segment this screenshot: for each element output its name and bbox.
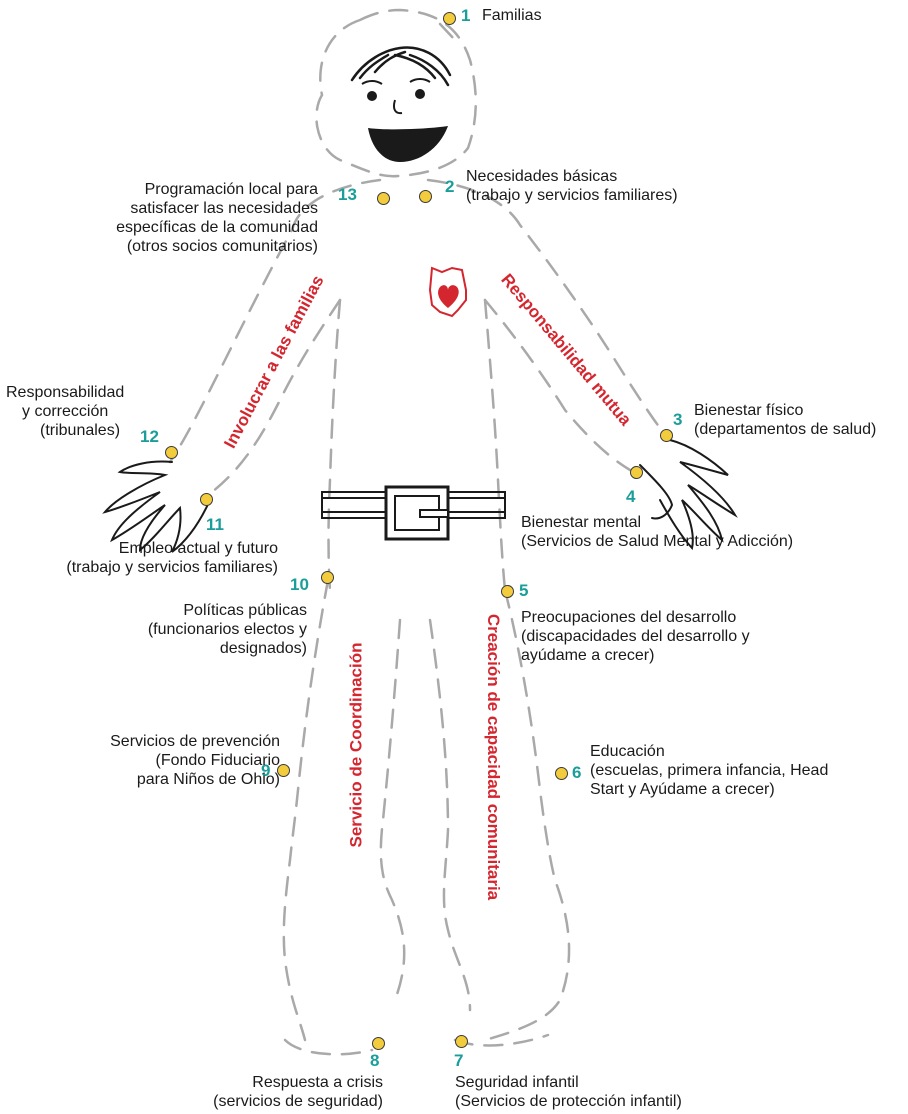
label-6-line: Start y Ayúdame a crecer) [590,781,775,798]
marker-number-1: 1 [461,6,471,25]
theme-community-capacity: Creación de capacidad comunitaria [484,613,504,901]
label-2-line: (trabajo y servicios familiares) [466,187,678,204]
marker-number-6: 6 [572,763,582,782]
mouth [368,126,448,162]
left-brow [361,80,383,85]
label-2-line: Necesidades básicas [466,168,618,185]
label-12: Responsabilidad y corrección (tribunales… [6,383,124,440]
label-9-line: (Fondo Fiduciario [155,752,281,769]
face [361,78,448,162]
marker-number-8: 8 [370,1051,380,1070]
right-hand [639,439,738,551]
ohio-heart-icon [428,266,467,318]
label-12-line: (tribunales) [40,422,121,439]
label-1: Familias [482,6,542,25]
label-9: Servicios de prevención (Fondo Fiduciari… [110,732,280,789]
marker-dot-9 [277,764,290,777]
label-1-line: Familias [482,7,542,24]
label-13-line: específicas de la comunidad [116,219,318,236]
label-13-line: (otros socios comunitarios) [126,238,318,255]
left-eye [367,91,377,101]
body-outline [168,8,672,1056]
marker-dot-13 [377,192,390,205]
marker-dot-8 [372,1037,385,1050]
hair [350,46,452,87]
right-brow [409,78,431,83]
label-10-line: (funcionarios electos y [147,621,307,638]
label-5-line: Preocupaciones del desarrollo [521,609,737,626]
label-12-line: y corrección [22,403,109,420]
right-eye [415,89,425,99]
left-hand [102,460,211,553]
label-8-line: (servicios de seguridad) [213,1093,383,1110]
label-3: Bienestar físico (departamentos de salud… [694,401,876,439]
label-5-line: ayúdame a crecer) [521,647,655,664]
label-10: Políticas públicas (funcionarios electos… [148,601,307,658]
theme-service-coordination: Servicio de Coordinación [346,642,366,848]
marker-dot-12 [165,446,178,459]
marker-dot-2 [419,190,432,203]
label-6-line: (escuelas, primera infancia, Head [590,762,829,779]
label-13-line: satisfacer las necesidades [130,200,318,217]
marker-number-5: 5 [519,581,529,600]
marker-dot-6 [555,767,568,780]
nose [392,99,403,115]
marker-dot-11 [200,493,213,506]
marker-dot-5 [501,585,514,598]
label-9-line: para Niños de Ohio) [136,771,280,788]
label-10-line: designados) [219,640,307,657]
label-6-line: Educación [590,743,665,760]
label-4: Bienestar mental (Servicios de Salud Men… [521,513,793,551]
label-5-line: (discapacidades del desarrollo y [521,628,750,645]
belt [321,485,506,541]
marker-dot-3 [660,429,673,442]
label-2: Necesidades básicas (trabajo y servicios… [466,167,678,205]
marker-dot-7 [455,1035,468,1048]
label-13: Programación local para satisfacer las n… [116,180,318,256]
marker-number-4: 4 [626,487,636,506]
label-11-line: Empleo actual y futuro [118,540,278,557]
label-10-line: Políticas públicas [183,602,307,619]
label-7-line: Seguridad infantil [455,1074,579,1091]
label-12-line: Responsabilidad [6,384,125,401]
label-3-line: Bienestar físico [694,402,804,419]
label-7-line: (Servicios de protección infantil) [455,1093,682,1110]
marker-dot-10 [321,571,334,584]
marker-dot-4 [630,466,643,479]
label-13-line: Programación local para [144,181,318,198]
label-5: Preocupaciones del desarrollo (discapaci… [521,608,750,665]
label-9-line: Servicios de prevención [110,733,280,750]
marker-number-2: 2 [445,177,455,196]
label-4-line: Bienestar mental [521,514,642,531]
label-8: Respuesta a crisis (servicios de segurid… [213,1073,383,1111]
marker-number-9: 9 [261,761,271,780]
marker-number-3: 3 [673,410,683,429]
label-11-line: (trabajo y servicios familiares) [66,559,278,576]
marker-dot-1 [443,12,456,25]
label-3-line: (departamentos de salud) [694,421,877,438]
label-7: Seguridad infantil (Servicios de protecc… [455,1073,682,1111]
label-6: Educación (escuelas, primera infancia, H… [590,742,828,799]
marker-number-12: 12 [140,427,159,446]
label-11: Empleo actual y futuro (trabajo y servic… [66,539,278,577]
marker-number-11: 11 [206,515,224,534]
marker-number-7: 7 [454,1051,464,1070]
marker-number-13: 13 [338,185,357,204]
marker-number-10: 10 [290,575,309,594]
label-8-line: Respuesta a crisis [252,1074,383,1091]
label-4-line: (Servicios de Salud Mental y Adicción) [521,533,794,550]
